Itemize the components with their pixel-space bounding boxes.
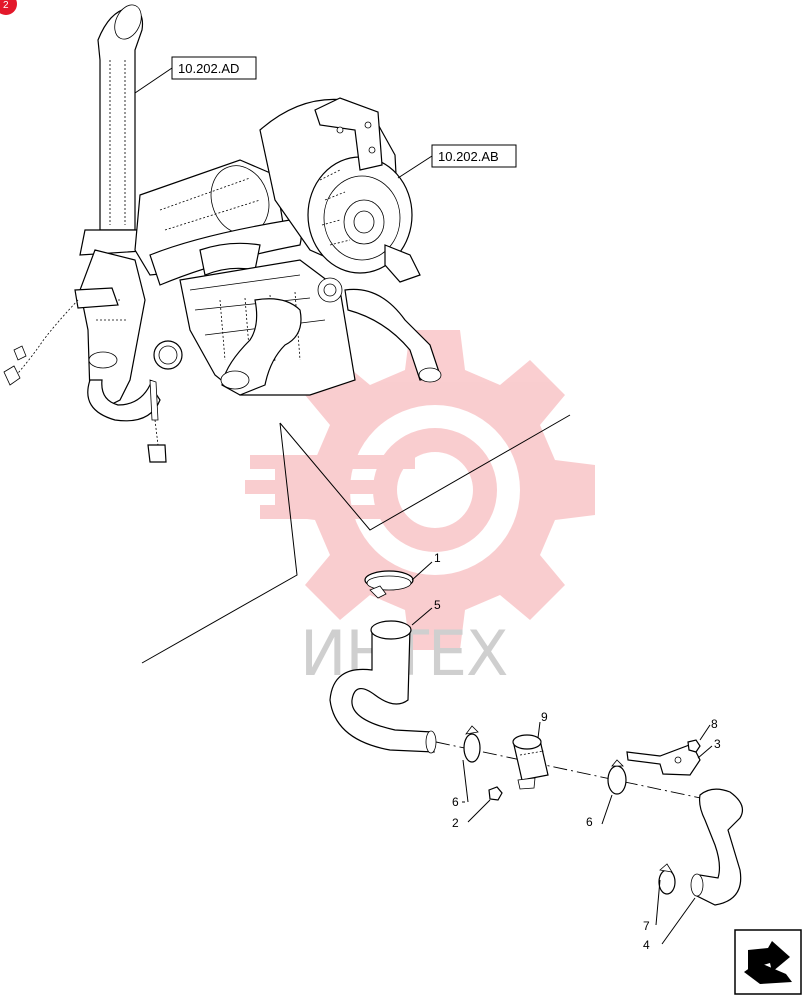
part-3-bracket	[626, 743, 701, 776]
reference-10-202-ad[interactable]: 10.202.AD	[134, 56, 257, 94]
svg-text:10.202.AB: 10.202.AB	[438, 149, 499, 164]
part-6-hose-clamp-a	[463, 725, 481, 763]
callout-5: 5	[434, 598, 441, 612]
part-2-nut	[488, 786, 503, 801]
leader-lines	[411, 561, 713, 945]
part-9-mount	[512, 734, 549, 790]
svg-text:2: 2	[3, 0, 9, 11]
part-6-hose-clamp-b	[607, 759, 627, 795]
callout-9: 9	[541, 710, 548, 724]
callout-2: 2	[452, 816, 459, 830]
callout-6b: 6	[586, 815, 593, 829]
watermark-logo	[245, 330, 595, 650]
part-4-lower-hose	[690, 788, 743, 906]
part-1-hose-clamp	[364, 570, 414, 599]
section-cut-line-2	[141, 422, 298, 664]
callout-4: 4	[643, 938, 650, 952]
callout-6a: 6	[452, 795, 459, 809]
engine-exhaust-assembly	[3, 4, 442, 463]
section-cut-line	[279, 414, 571, 531]
callout-7: 7	[643, 919, 650, 933]
part-8-bolt	[687, 739, 701, 753]
svg-text:10.202.AD: 10.202.AD	[178, 61, 239, 76]
callout-1: 1	[434, 551, 441, 565]
exploded-parts	[329, 570, 743, 906]
callout-numbers: 1 5 9 8 3 6 2 6 7 4	[434, 551, 721, 952]
next-page-arrow-icon[interactable]	[734, 929, 802, 995]
page-badge: 2	[0, 0, 17, 15]
part-7-hose-clamp	[658, 863, 676, 895]
reference-10-202-ab[interactable]: 10.202.AB	[397, 144, 517, 179]
callout-8: 8	[711, 717, 718, 731]
callout-3: 3	[714, 737, 721, 751]
